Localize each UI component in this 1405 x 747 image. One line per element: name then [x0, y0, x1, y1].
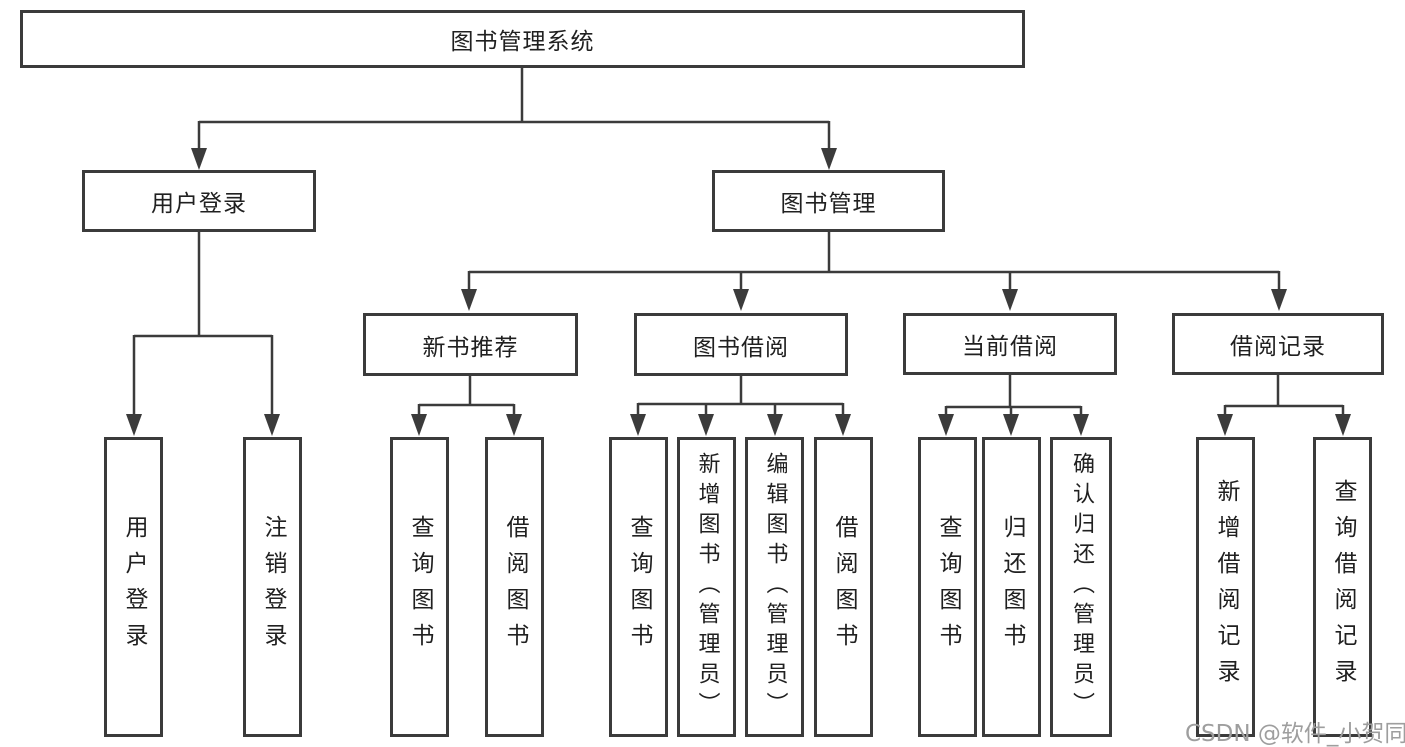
- edge-bookmgmt-to-level3: [461, 232, 1287, 311]
- edge-record-to-leaves: [1217, 375, 1351, 436]
- node-label: 新增借阅记录: [1213, 479, 1239, 695]
- edge-current-to-leaves: [938, 375, 1089, 436]
- node-label: 查询借阅记录: [1330, 479, 1356, 695]
- node-label: 当前借阅: [962, 334, 1058, 360]
- csdn-watermark: CSDN @软件_小贺同学: [1185, 721, 1405, 747]
- node-book-management-module: 图书管理: [712, 170, 945, 232]
- node-label: 图书管理系统: [450, 29, 595, 55]
- node-label: 用户登录: [121, 515, 147, 659]
- node-leaf-query-borrow-record: 查询借阅记录: [1313, 437, 1372, 737]
- edge-root-to-level2: [191, 68, 837, 170]
- node-leaf-return-book: 归还图书: [982, 437, 1041, 737]
- node-leaf-borrow-book: 借阅图书: [814, 437, 873, 737]
- node-leaf-add-book-admin: 新增图书（管理员）: [677, 437, 736, 737]
- node-book-borrow: 图书借阅: [634, 313, 848, 376]
- node-label: 新增图书（管理员）: [694, 452, 720, 722]
- node-label: 归还图书: [999, 515, 1025, 659]
- node-label: 注销登录: [260, 515, 286, 659]
- node-system-root: 图书管理系统: [20, 10, 1025, 68]
- node-label: 新书推荐: [422, 334, 519, 361]
- node-current-borrow: 当前借阅: [903, 313, 1117, 375]
- node-label: 借阅记录: [1230, 334, 1326, 360]
- node-label: 查询图书: [626, 515, 652, 659]
- node-label: 借阅图书: [831, 515, 857, 659]
- node-borrow-record: 借阅记录: [1172, 313, 1384, 375]
- node-label: 借阅图书: [502, 515, 528, 659]
- node-leaf-user-login: 用户登录: [104, 437, 163, 737]
- node-leaf-current-query-book: 查询图书: [918, 437, 977, 737]
- edge-userlogin-to-leaves: [126, 232, 280, 436]
- node-leaf-recommend-query-book: 查询图书: [390, 437, 449, 737]
- node-label: 查询图书: [407, 515, 433, 659]
- node-leaf-borrow-query-book: 查询图书: [609, 437, 668, 737]
- node-leaf-recommend-borrow-book: 借阅图书: [485, 437, 544, 737]
- node-label: 图书管理: [780, 191, 877, 217]
- node-leaf-edit-book-admin: 编辑图书（管理员）: [745, 437, 804, 737]
- node-label: 图书借阅: [693, 334, 789, 361]
- node-leaf-confirm-return-admin: 确认归还（管理员）: [1050, 437, 1112, 737]
- node-label: 编辑图书（管理员）: [762, 452, 788, 722]
- node-user-login-module: 用户登录: [82, 170, 316, 232]
- node-label: 用户登录: [151, 191, 247, 217]
- node-new-book-recommend: 新书推荐: [363, 313, 578, 376]
- node-leaf-logout: 注销登录: [243, 437, 302, 737]
- node-label: 查询图书: [935, 515, 961, 659]
- node-label: 确认归还（管理员）: [1069, 452, 1094, 722]
- edge-borrow-to-leaves: [630, 376, 851, 436]
- node-leaf-add-borrow-record: 新增借阅记录: [1196, 437, 1255, 737]
- edge-recommend-to-leaves: [411, 376, 522, 436]
